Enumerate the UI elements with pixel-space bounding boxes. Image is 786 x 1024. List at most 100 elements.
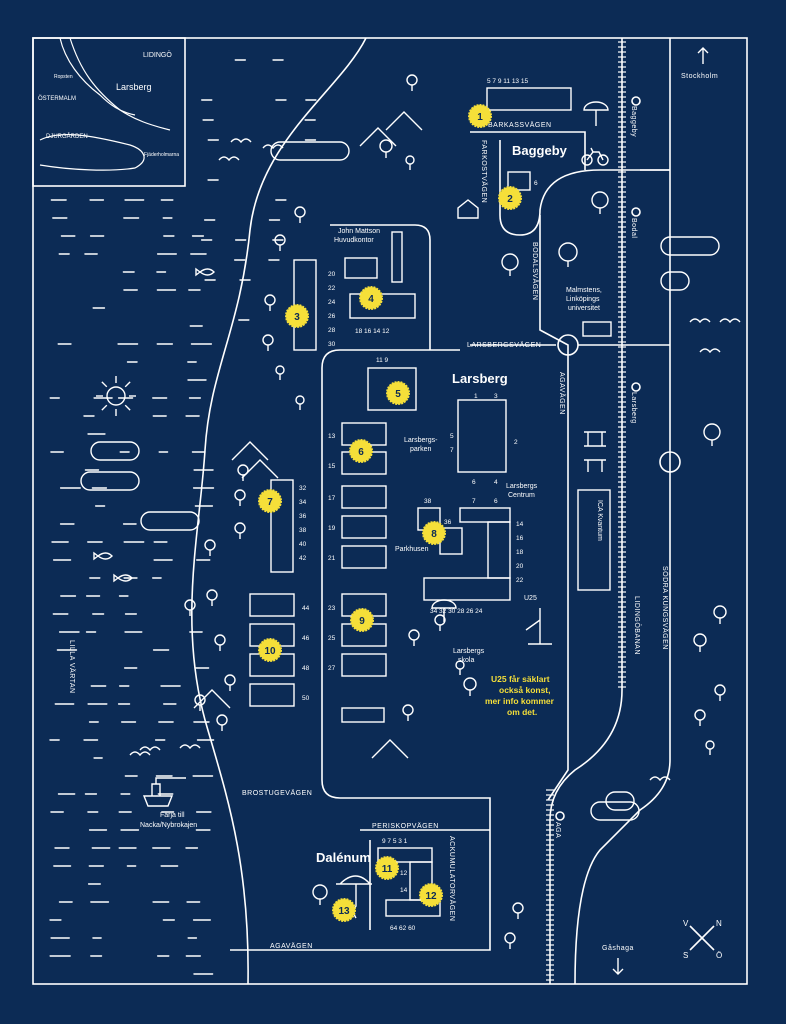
marker-7[interactable]: 7 [258,489,282,513]
num: 13 [328,433,336,440]
note-line-1: U25 får säklart [491,674,550,684]
num: 50 [302,695,310,702]
numbers-dal-top: 9 7 5 3 1 [382,838,408,845]
sodra-kungsvagen-road [574,38,671,985]
station-larsberg: Larsberg [630,392,637,424]
num: 25 [328,635,336,642]
marker-2[interactable]: 2 [498,186,522,210]
place-malmstens-3: universitet [568,305,600,312]
marker-8[interactable]: 8 [422,521,446,545]
direction-stockholm: Stockholm [681,73,718,80]
place-john-mattson-2: Huvudkontor [334,237,374,244]
barkass-road [470,131,586,170]
station-bodal: Bodal [630,218,637,238]
marker-10[interactable]: 10 [258,638,282,662]
arrow-down-icon [612,958,624,975]
num: 19 [328,525,336,532]
num: 44 [302,605,310,612]
num: 27 [328,665,336,672]
svg-text:13: 13 [338,906,350,917]
svg-text:2: 2 [507,194,513,205]
marker-13[interactable]: 13 [332,898,356,922]
inset-djurgarden: DJURGÅRDEN [46,133,88,140]
marker-4[interactable]: 4 [359,286,383,310]
buildings [249,87,612,917]
street-lidingobanan: LIDINGÖBANAN [633,596,641,655]
label-lilla-vartan: LILLA VÄRTAN [68,640,76,694]
area-larsberg: Larsberg [452,371,508,386]
station-dot [631,96,641,106]
svg-text:9: 9 [359,616,365,627]
svg-text:5: 5 [395,389,401,400]
decorations [80,74,741,949]
marker-11[interactable]: 11 [375,856,399,880]
inset-ropsten: Ropsten [54,74,73,80]
coastline [191,37,367,985]
num: 24 [328,299,336,306]
numbers-barkass: 5 7 9 11 13 15 [487,78,528,85]
marker-12[interactable]: 12 [419,883,443,907]
rail-line [549,38,623,984]
num: 7 [450,447,454,454]
place-ica: ICA Kvantum [596,500,603,541]
area-baggeby: Baggeby [512,143,568,158]
note-line-3: mer info kommer [485,696,555,706]
num: 14 [516,521,524,528]
svg-text:6: 6 [358,447,364,458]
marker-1[interactable]: 1 [468,104,492,128]
num: 4 [494,479,498,486]
note-line-4: om det. [507,707,537,717]
svg-text:3: 3 [294,312,300,323]
larsberg-road [230,349,491,951]
num: 3 [494,393,498,400]
water-lines [49,59,317,975]
inset-frame [32,37,186,187]
inset-ostermalm: ÖSTERMALM [38,95,76,102]
direction-gashaga: Gåshaga [602,944,634,952]
num: 30 [328,341,336,348]
inset-map-lines [39,37,171,171]
num: 6 [472,479,476,486]
place-centrum-1: Larsbergs [506,483,538,490]
street-barkassvagen: BARKASSVÄGEN [488,121,552,129]
marker-9[interactable]: 9 [350,608,374,632]
num: 15 [328,463,336,470]
num: 21 [328,555,336,562]
num: 22 [328,285,336,292]
numbers-b5: 11 9 [376,357,389,364]
street-brostugevagen: BROSTUGEVÄGEN [242,789,312,797]
num: 22 [516,577,524,584]
marker-3[interactable]: 3 [285,304,309,328]
num: 1 [474,393,478,400]
place-john-mattson-1: John Mattson [338,228,380,235]
num: 38 [299,527,307,534]
marker-6[interactable]: 6 [349,439,373,463]
numbers-dal-bottom: 64 62 60 [390,925,416,932]
num: 42 [299,555,307,562]
street-bodalsvagen: BODALSVÄGEN [531,242,539,300]
marker-5[interactable]: 5 [386,381,410,405]
svg-text:1: 1 [477,112,483,123]
street-larsbergsvagen: LARSBERGSVÄGEN [467,341,541,349]
farkost-road [499,140,670,236]
place-parkhusen: Parkhusen [395,546,429,553]
place-skola-1: Larsbergs [453,648,485,655]
place-centrum-2: Centrum [508,492,535,499]
num: 6 [494,498,498,505]
compass-n: N [716,919,722,928]
station-aga: AGA [554,822,561,838]
area-dalenum: Dalénum [316,850,371,865]
street-agavagen-h: AGAVÄGEN [270,942,313,950]
svg-text:7: 7 [267,497,273,508]
inset-lidingo: LIDINGÖ [143,51,172,59]
street-sodra-kungsvagen: SÖDRA KUNGSVÄGEN [661,566,669,650]
street-ackumulatorvagen: ACKUMULATORVÄGEN [448,836,456,921]
num: 5 [450,433,454,440]
num: 2 [514,439,518,446]
svg-text:8: 8 [431,529,437,540]
place-malmstens-2: Linköpings [566,296,600,303]
compass-icon [689,925,715,951]
svg-text:4: 4 [368,294,374,305]
inset-larsberg: Larsberg [116,82,152,92]
